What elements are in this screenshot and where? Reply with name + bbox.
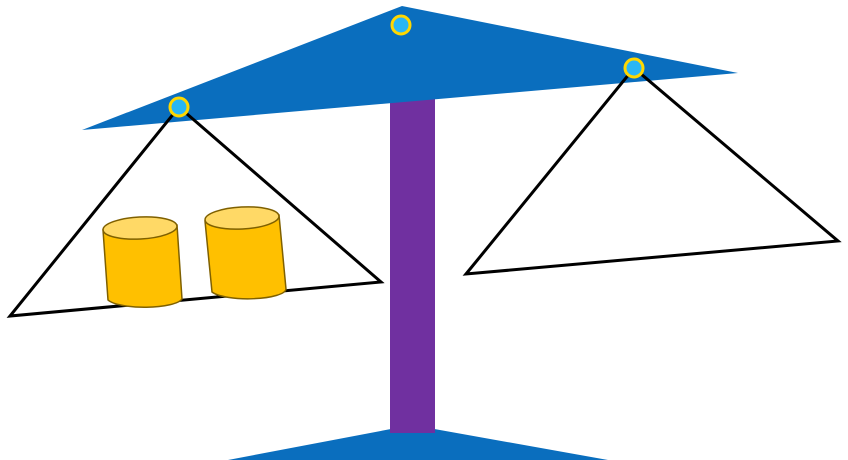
weight-icon [204, 206, 287, 300]
right-pan [462, 65, 842, 276]
scale-beam [82, 6, 738, 130]
left-pan [6, 104, 385, 318]
weight-icon [102, 216, 183, 309]
scale-base [228, 425, 608, 460]
scale-post [390, 95, 435, 433]
pivot-icon [168, 96, 190, 118]
pivot-icon [623, 57, 645, 79]
pivot-icon [390, 14, 412, 36]
